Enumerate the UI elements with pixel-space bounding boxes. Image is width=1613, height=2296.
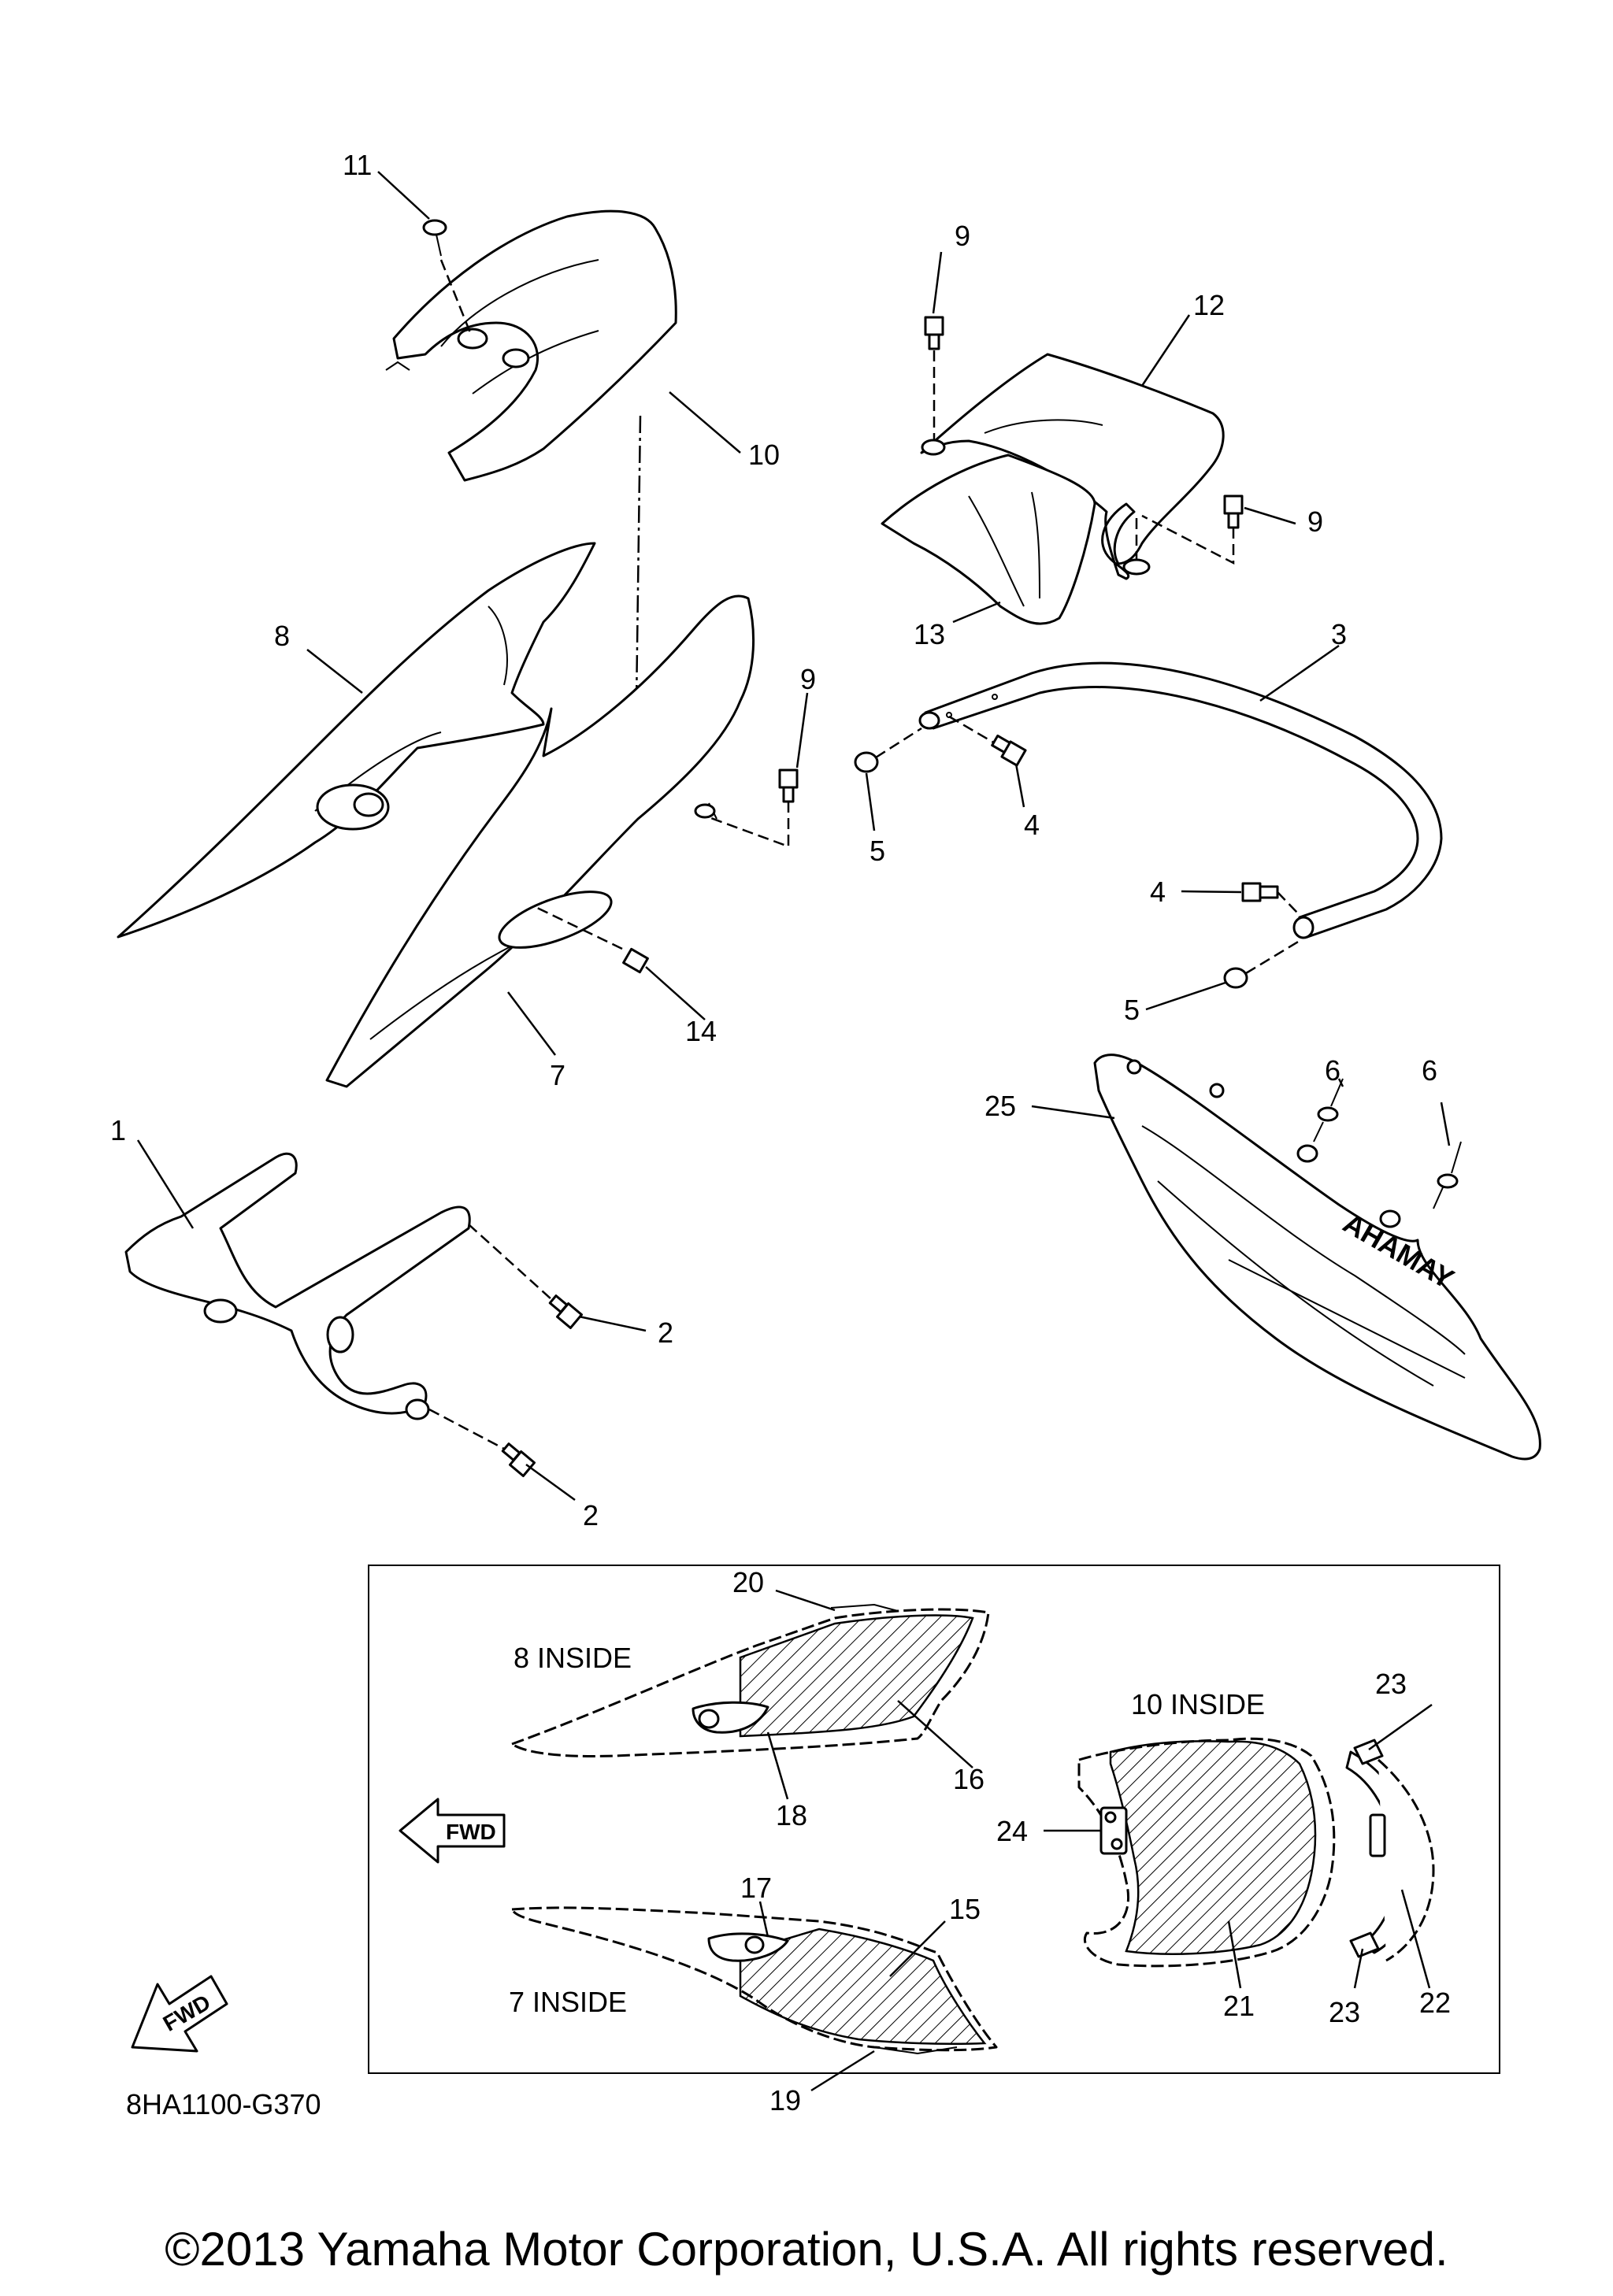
cover-part-13 — [881, 454, 1096, 625]
side-cover-part-8 — [117, 542, 596, 939]
callout-9-right: 9 — [1307, 505, 1323, 538]
callout-6-right: 6 — [1422, 1054, 1437, 1087]
callout-25: 25 — [984, 1090, 1016, 1122]
fwd-badge: FWD — [131, 1975, 228, 2053]
rivet-part-6-right — [1433, 1141, 1462, 1209]
inset-frame — [368, 1565, 1500, 2074]
callout-23-bottom: 23 — [1329, 1996, 1360, 2028]
callout-4-upper: 4 — [1024, 809, 1040, 841]
callout-20: 20 — [732, 1566, 764, 1598]
callout-10: 10 — [748, 439, 780, 471]
callout-8: 8 — [274, 620, 290, 652]
bolt-part-4-lower — [1241, 882, 1299, 914]
seat-cowl-part-10 — [385, 209, 677, 482]
inset-part-8-inside — [510, 1603, 990, 1757]
callout-16: 16 — [953, 1763, 984, 1795]
callout-5-lower: 5 — [1124, 994, 1140, 1026]
callout-21: 21 — [1223, 1990, 1255, 2022]
callout-12: 12 — [1193, 289, 1225, 321]
callout-18: 18 — [776, 1799, 807, 1831]
label-8-inside: 8 INSIDE — [514, 1642, 632, 1674]
side-cover-part-7 — [325, 594, 755, 1088]
callout-numbers: 11 10 9 12 9 13 3 8 9 4 5 4 5 14 7 6 6 2… — [110, 149, 1451, 2116]
bolt-part-9-right — [1122, 494, 1244, 576]
inset-leader-lines — [758, 1589, 1433, 2092]
inset-fwd-label: FWD — [446, 1820, 496, 1844]
callout-9-top: 9 — [955, 220, 970, 252]
inset-fwd-arrow: FWD — [399, 1798, 506, 1864]
callout-11: 11 — [343, 149, 372, 181]
grab-bar-part-3 — [918, 661, 1443, 939]
callout-19: 19 — [769, 2084, 801, 2116]
part-code: 8HA1100-G370 — [126, 2088, 321, 2120]
callout-3: 3 — [1331, 618, 1347, 650]
callout-14: 14 — [685, 1015, 717, 1047]
bolt-part-14 — [535, 905, 649, 974]
callout-23-top: 23 — [1375, 1668, 1407, 1700]
callout-13: 13 — [914, 618, 945, 650]
bolt-part-9-side — [708, 768, 799, 848]
callout-7: 7 — [550, 1059, 565, 1091]
inset-part-7-inside — [510, 1906, 998, 2055]
bolt-part-4-upper — [948, 715, 1027, 767]
bolt-part-9-top — [921, 316, 946, 456]
inset-clip-parts-22-23 — [1345, 1739, 1435, 1962]
callout-1: 1 — [110, 1114, 126, 1146]
callout-5-upper: 5 — [870, 835, 885, 867]
cap-part-5-lower — [1223, 939, 1300, 989]
cap-part-5-upper — [854, 727, 922, 773]
callout-22: 22 — [1419, 1987, 1451, 2019]
copyright-notice: ©2013 Yamaha Motor Corporation, U.S.A. A… — [165, 2223, 1448, 2276]
leader-lines — [136, 171, 1451, 1502]
inset-part-10-inside — [1077, 1737, 1336, 1968]
bolt-part-2-lower — [428, 1408, 536, 1477]
callout-2-lower: 2 — [583, 1499, 599, 1531]
label-7-inside: 7 INSIDE — [509, 1986, 627, 2018]
bracket-part-1 — [124, 1152, 471, 1420]
callout-6-left: 6 — [1325, 1054, 1340, 1087]
callout-4-lower: 4 — [1150, 876, 1166, 908]
bolt-part-2-upper — [468, 1224, 583, 1329]
callout-15: 15 — [949, 1893, 981, 1925]
alignment-line — [635, 415, 642, 705]
label-10-inside: 10 INSIDE — [1131, 1688, 1265, 1720]
callout-17: 17 — [740, 1872, 772, 1904]
callout-9-side: 9 — [800, 663, 816, 695]
screw-part-11 — [422, 219, 473, 335]
rivet-part-6-left — [1313, 1078, 1344, 1142]
callout-24: 24 — [996, 1815, 1028, 1847]
callout-2-upper: 2 — [658, 1316, 673, 1349]
